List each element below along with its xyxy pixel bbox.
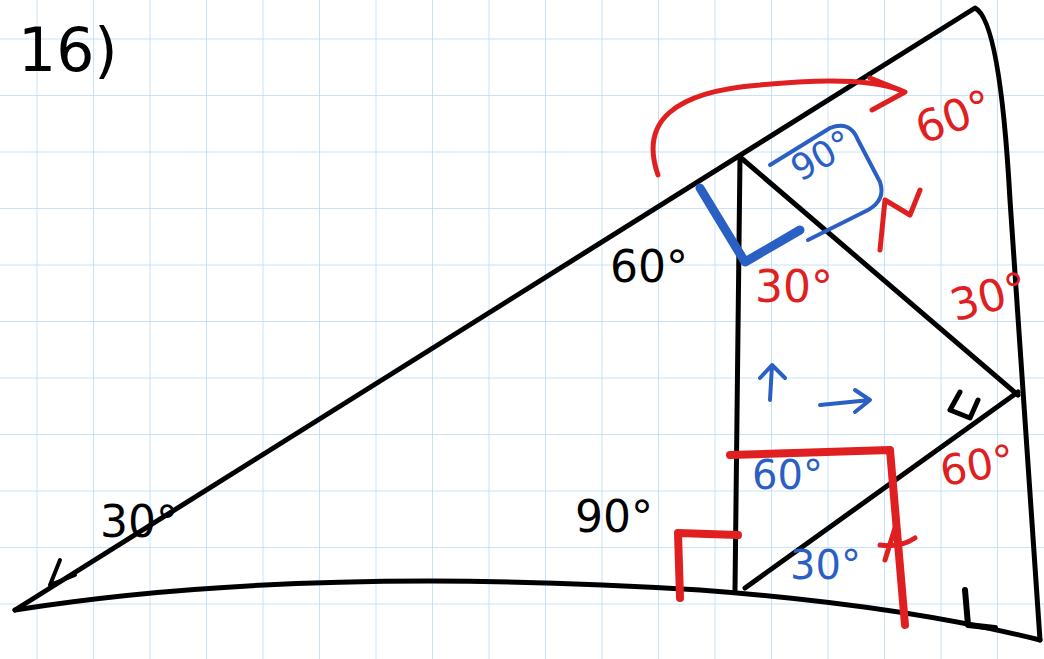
angle-label: 60° — [610, 245, 688, 289]
angle-label: 60° — [910, 83, 998, 151]
angle-label: 30° — [790, 545, 861, 585]
angle-label: 90° — [785, 124, 858, 187]
angle-label: 30° — [946, 266, 1033, 329]
angle-label: 90° — [575, 495, 653, 539]
angle-label: 60° — [752, 455, 823, 495]
problem-number: 16) — [18, 20, 118, 80]
angle-label: 60° — [937, 439, 1018, 493]
angle-label: 30° — [755, 265, 833, 309]
angle-label: 30° — [100, 500, 178, 544]
